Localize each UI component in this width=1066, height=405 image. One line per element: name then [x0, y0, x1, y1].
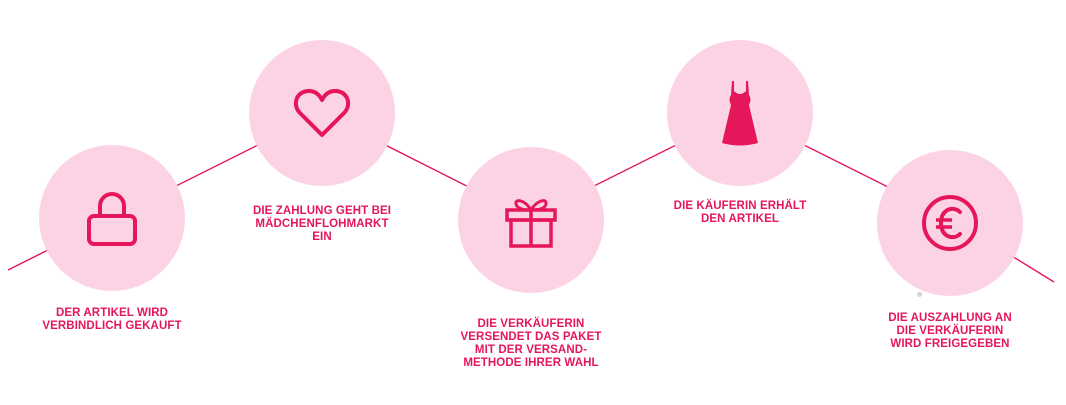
step-5-label-line-2: DIE VERKÄUFERIN	[896, 325, 1004, 337]
lock-icon	[80, 186, 144, 250]
step-3-label-line-2: VERSENDET DAS PAKET	[460, 331, 602, 343]
step-5-label: DIE AUSZAHLUNG AN DIE VERKÄUFERIN WIRD F…	[850, 312, 1050, 351]
step-3-label-line-4: METHODE IHRER WAHL	[463, 357, 599, 369]
step-5-circle	[877, 150, 1023, 296]
step-4-label-line-2: DEN ARTIKEL	[701, 213, 779, 225]
step-2-label-line-3: EIN	[312, 231, 332, 243]
step-5-label-line-1: DIE AUSZAHLUNG AN	[888, 312, 1012, 324]
step-2-label-line-1: DIE ZAHLUNG GEHT BEI	[252, 205, 392, 217]
step-4-circle	[667, 40, 813, 186]
step-2-circle	[249, 40, 395, 186]
step-1-label-line-2: VERBINDLICH GEKAUFT	[42, 320, 182, 332]
step-2-label-line-2: MÄDCHENFLOHMARKT	[255, 218, 389, 230]
step-4-label-line-1: DIE KÄUFERIN ERHÄLT	[673, 200, 807, 212]
euro-icon	[918, 191, 982, 255]
step-5-label-line-3: WIRD FREIGEGEBEN	[890, 338, 1010, 350]
step-3-label-line-3: MIT DER VERSAND-	[474, 344, 588, 356]
dress-icon	[708, 77, 772, 149]
step-2-label: DIE ZAHLUNG GEHT BEI MÄDCHENFLOHMARKT EI…	[222, 205, 422, 244]
decorative-dot	[917, 292, 922, 297]
step-3-circle	[458, 147, 604, 293]
step-3-label-line-1: DIE VERKÄUFERIN	[477, 318, 585, 330]
step-4-label: DIE KÄUFERIN ERHÄLT DEN ARTIKEL	[640, 200, 840, 226]
gift-icon	[499, 188, 563, 252]
heart-icon	[290, 81, 354, 145]
step-1-circle	[39, 145, 185, 291]
step-1-label: DER ARTIKEL WIRD VERBINDLICH GEKAUFT	[12, 307, 212, 333]
step-3-label: DIE VERKÄUFERIN VERSENDET DAS PAKET MIT …	[431, 318, 631, 370]
step-1-label-line-1: DER ARTIKEL WIRD	[55, 307, 169, 319]
